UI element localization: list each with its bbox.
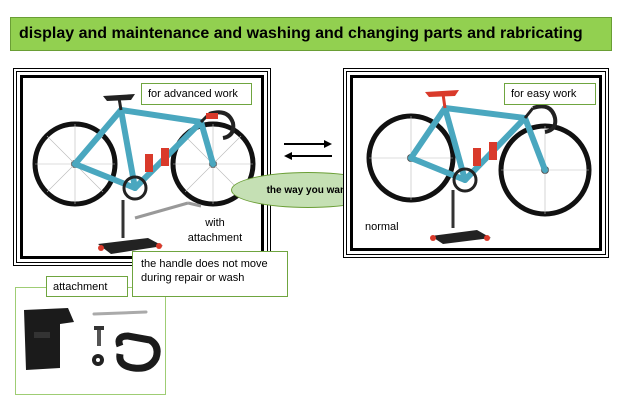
- handle-note-line1: the handle does not move: [141, 258, 268, 270]
- bike-on-stand-with-attachment-image: [32, 94, 256, 254]
- with-attachment-caption: with attachment: [185, 216, 245, 246]
- attachment-parts-image: [24, 308, 161, 372]
- exchange-arrows-icon: [284, 140, 332, 160]
- attachment-parts-box: [15, 287, 166, 395]
- advanced-work-photo: [20, 75, 264, 259]
- caption-line-with: with: [205, 217, 225, 229]
- easy-work-label: for easy work: [504, 83, 596, 105]
- bike-on-stand-normal-image: [366, 90, 592, 244]
- banner-title: display and maintenance and washing and …: [19, 25, 583, 42]
- handle-note-box: the handle does not move during repair o…: [132, 251, 288, 297]
- advanced-work-label: for advanced work: [141, 83, 252, 105]
- attachment-label: attachment: [46, 276, 128, 297]
- normal-caption: normal: [365, 221, 399, 233]
- caption-line-attachment: attachment: [187, 231, 243, 244]
- handle-note-line2: during repair or wash: [141, 272, 245, 285]
- title-banner: display and maintenance and washing and …: [10, 17, 612, 51]
